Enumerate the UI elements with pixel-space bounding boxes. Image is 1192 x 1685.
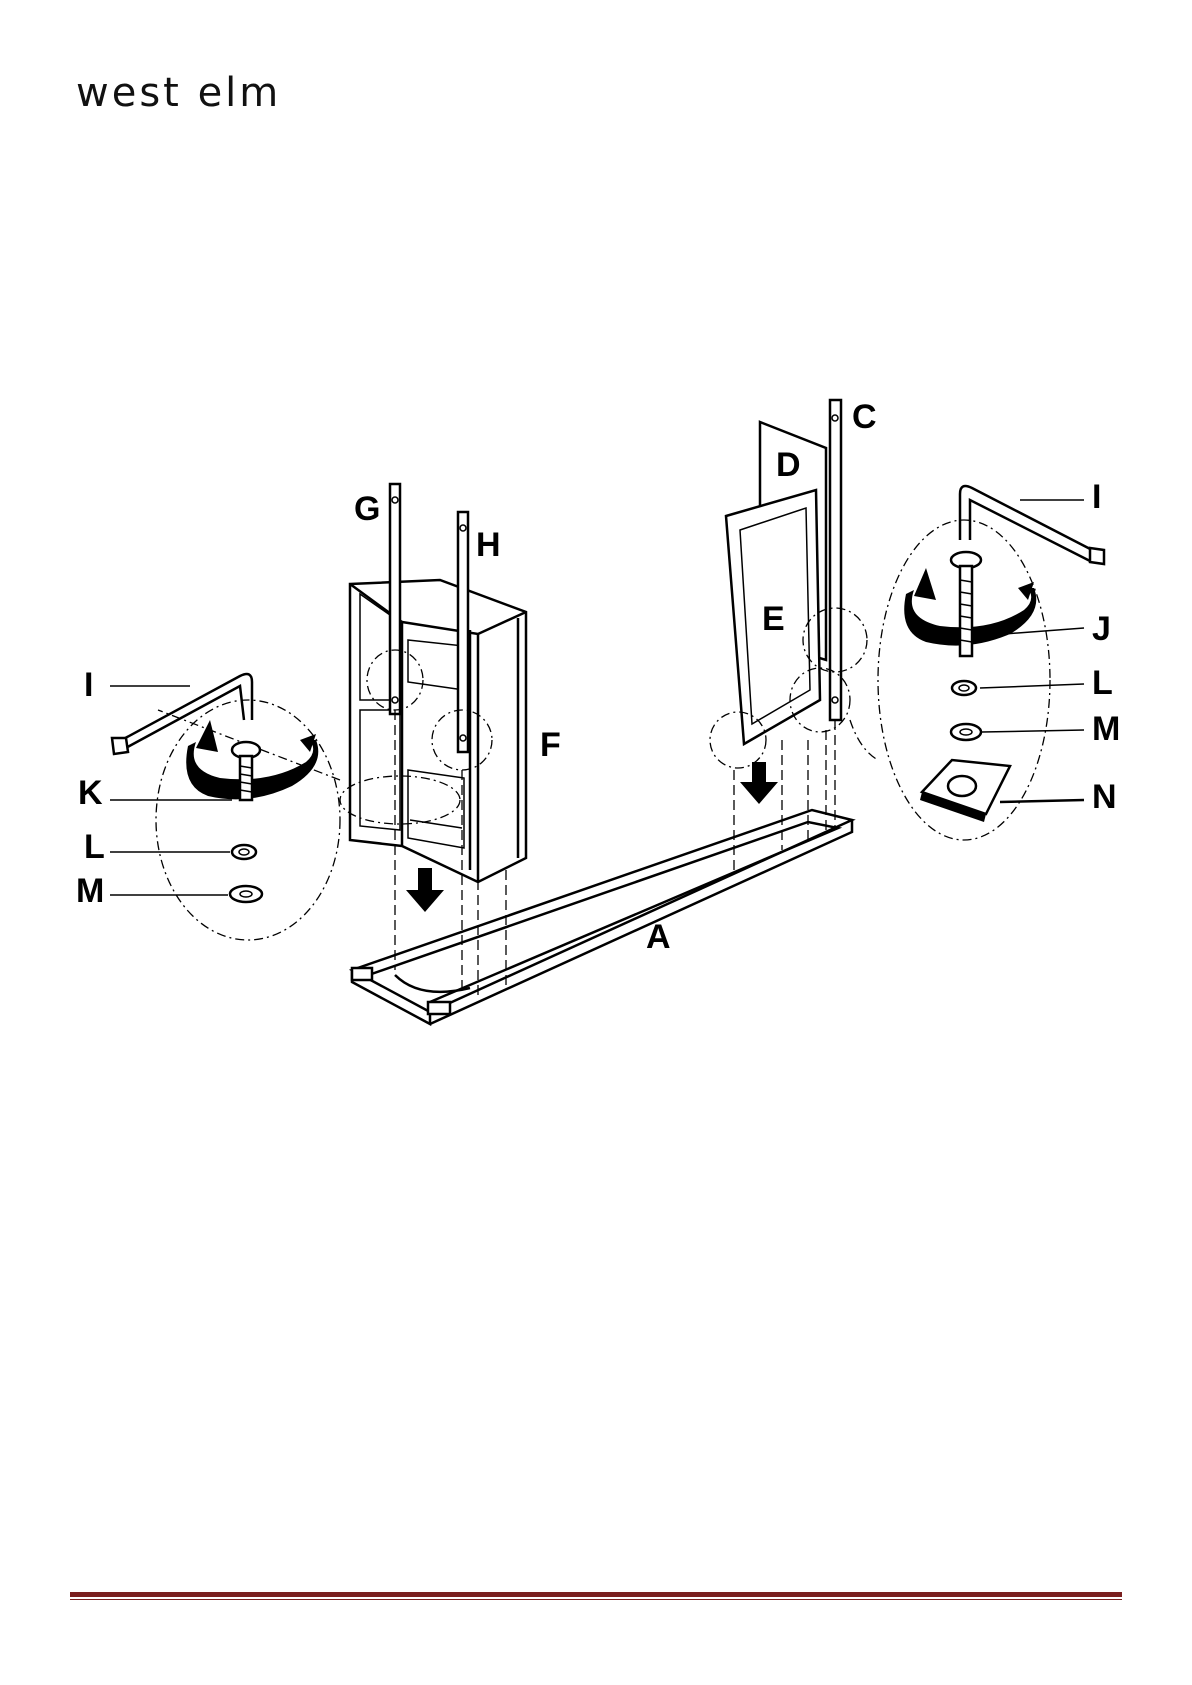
label-l-right: L: [1092, 664, 1113, 702]
label-c: C: [852, 398, 877, 436]
label-e: E: [762, 600, 785, 638]
label-m-left: M: [76, 872, 104, 910]
cabinet-f: [350, 580, 526, 882]
label-g: G: [354, 490, 380, 528]
label-i-right: I: [1092, 478, 1101, 516]
hex-key-right-icon: [960, 486, 1104, 564]
label-k: K: [78, 774, 103, 812]
down-arrow-icon: [406, 868, 444, 912]
label-m-right: M: [1092, 710, 1120, 748]
footer-rule-thin: [70, 1599, 1122, 1600]
label-h: H: [476, 526, 501, 564]
footer-rule: [70, 1592, 1122, 1597]
washer-l-left-icon: [232, 845, 256, 859]
washer-l-right-icon: [952, 681, 976, 695]
down-arrow-icon: [740, 762, 778, 804]
label-d: D: [776, 446, 801, 484]
detail-circles: [156, 520, 1050, 940]
label-j: J: [1092, 610, 1111, 648]
label-n: N: [1092, 778, 1117, 816]
post-h: [458, 512, 468, 752]
label-f: F: [540, 726, 561, 764]
washer-m-left-icon: [230, 886, 262, 902]
nut-n-icon: [920, 760, 1010, 822]
guide-lines: [395, 710, 835, 1000]
label-i-left: I: [84, 666, 93, 704]
leader-lines-right: [978, 500, 1084, 802]
washer-m-right-icon: [951, 724, 981, 740]
post-g: [390, 484, 400, 714]
label-a: A: [646, 918, 671, 956]
label-l-left: L: [84, 828, 105, 866]
